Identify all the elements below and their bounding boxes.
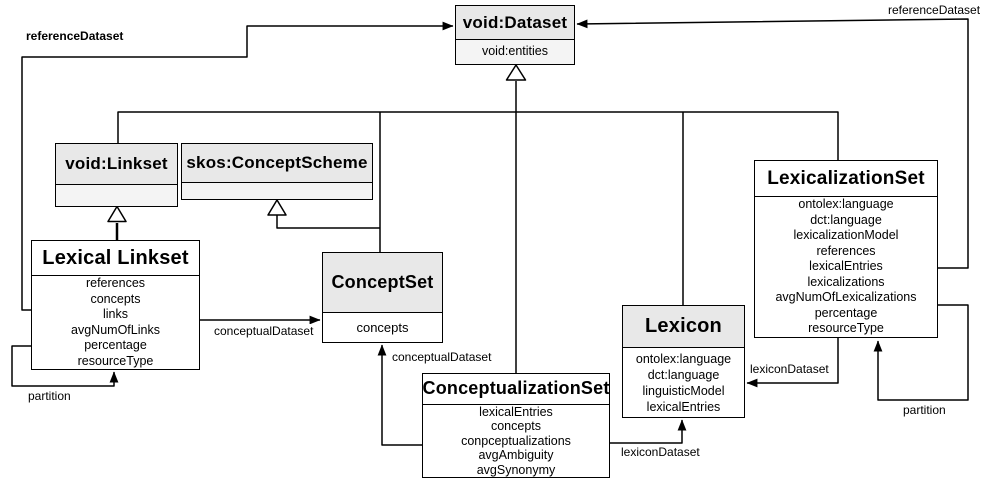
edge-label-partition-right: partition xyxy=(901,403,948,417)
attribute: lexicalizations xyxy=(807,274,885,289)
edge-referencedataset-right xyxy=(576,18,969,269)
generalization-elbow-conceptscheme xyxy=(276,215,380,229)
class-title: Lexicon xyxy=(623,306,744,348)
edge-lexicondataset-bottom xyxy=(610,419,687,444)
attribute: concepts xyxy=(490,419,542,433)
edge-label-lexicondataset-right: lexiconDataset xyxy=(748,362,831,376)
class-title: void:Linkset xyxy=(56,144,177,185)
attribute: avgSynonymy xyxy=(476,462,556,477)
edge-partition-left xyxy=(11,345,119,387)
attribute: lexicalEntries xyxy=(646,399,721,414)
edge-conceptualdataset-middle xyxy=(377,344,422,446)
class-attributes xyxy=(56,185,177,206)
class-title: ConceptSet xyxy=(323,253,442,313)
edge-label-referencedataset-top-right: referenceDataset xyxy=(886,3,982,17)
attribute: resourceType xyxy=(77,353,154,368)
attribute: lexicalEntries xyxy=(479,404,553,419)
attribute: lexicalizationModel xyxy=(793,228,899,243)
class-attributes xyxy=(182,183,372,199)
attribute: links xyxy=(102,307,128,321)
attribute: lexicalEntries xyxy=(809,259,883,274)
edge-referencedataset-left xyxy=(21,21,454,311)
class-conceptset[interactable]: ConceptSet concepts xyxy=(322,252,443,343)
attribute: references xyxy=(816,243,876,258)
edge-label-conceptualdataset-middle: conceptualDataset xyxy=(390,350,494,364)
attribute: ontolex:language xyxy=(635,351,732,366)
attribute: ontolex:language xyxy=(798,197,894,212)
class-title: LexicalizationSet xyxy=(755,161,937,197)
generalization-triangle-dataset xyxy=(505,64,527,81)
attribute: avgAmbiguity xyxy=(478,448,554,462)
generalization-triangle-conceptscheme xyxy=(267,199,287,216)
attribute: avgNumOfLexicalizations xyxy=(775,290,917,305)
attribute: void:entities xyxy=(481,44,548,59)
attribute: conpceptualizations xyxy=(461,433,571,448)
attribute: dct:language xyxy=(810,212,882,227)
class-title: void:Dataset xyxy=(456,6,574,40)
edge-label-conceptualdataset-left: conceptualDataset xyxy=(212,324,316,338)
attribute: percentage xyxy=(814,305,878,320)
class-skos-conceptscheme[interactable]: skos:ConceptScheme xyxy=(181,143,373,200)
edge-label-referencedataset-top-left: referenceDataset xyxy=(24,29,126,43)
generalization-triangle-linkset xyxy=(107,205,127,223)
attribute: concepts xyxy=(356,319,409,335)
attribute: concepts xyxy=(90,291,141,306)
attribute: references xyxy=(85,276,146,290)
class-attributes: concepts xyxy=(323,313,442,342)
attribute: avgNumOfLinks xyxy=(71,322,160,337)
class-title: skos:ConceptScheme xyxy=(182,144,372,183)
attribute: linguisticModel xyxy=(642,383,725,398)
edge-label-lexicondataset-bottom: lexiconDataset xyxy=(619,445,702,459)
class-title: ConceptualizationSet xyxy=(423,374,609,405)
class-void-dataset[interactable]: void:Dataset void:entities xyxy=(455,5,575,65)
edge-partition-right xyxy=(873,304,969,401)
attribute: percentage xyxy=(84,338,147,352)
edge-lexicondataset-right xyxy=(746,338,839,388)
class-void-linkset[interactable]: void:Linkset xyxy=(55,143,178,207)
class-attributes: void:entities xyxy=(456,40,574,64)
class-title: Lexical Linkset xyxy=(32,241,199,276)
edge-label-partition-left: partition xyxy=(26,389,73,403)
attribute: dct:language xyxy=(647,367,720,382)
attribute: resourceType xyxy=(808,321,884,336)
generalization-bus xyxy=(117,111,839,160)
